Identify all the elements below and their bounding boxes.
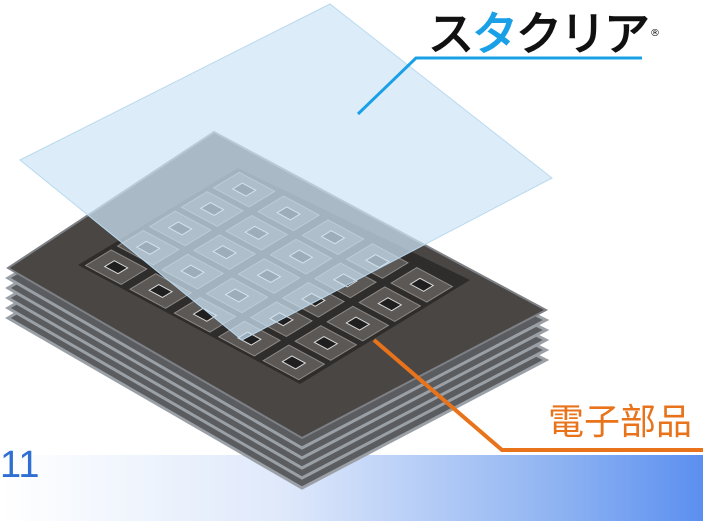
component-leader-line	[372, 338, 703, 452]
electronic-component	[148, 283, 174, 299]
electronic-component	[377, 297, 403, 312]
electronic-component	[345, 316, 371, 331]
bottom-gradient-bar	[0, 455, 703, 521]
component-label: 電子部品	[548, 402, 693, 443]
brand-name-part1: ス	[428, 7, 474, 61]
electronic-component	[409, 277, 435, 292]
registered-mark: ®	[650, 28, 660, 39]
electronic-component	[313, 335, 339, 351]
brand-name-part2: クリア	[516, 7, 650, 61]
electronic-component	[281, 355, 307, 370]
page-number: 11	[0, 444, 40, 486]
cover-film	[19, 3, 553, 341]
brand-name-accent: タ	[472, 7, 518, 61]
brand-leader-line	[356, 56, 642, 116]
electronic-component	[103, 260, 129, 275]
brand-logo: スタクリア®	[428, 4, 660, 64]
